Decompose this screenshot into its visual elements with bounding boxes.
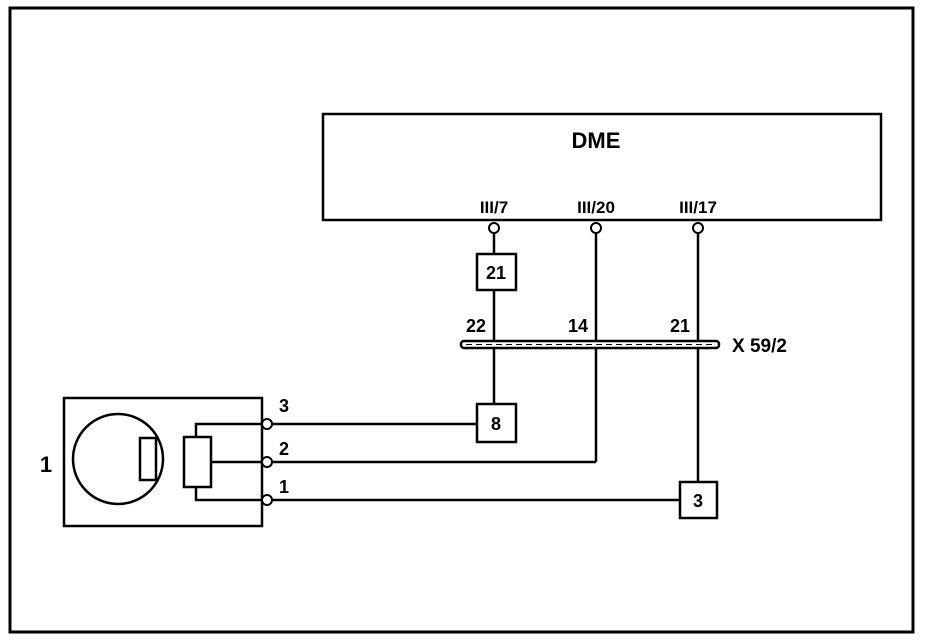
junction-label-21: 21 xyxy=(486,263,506,283)
dme-pin-label-iii17: III/17 xyxy=(679,198,717,217)
junction-box-21 xyxy=(475,252,518,292)
component-pin-2 xyxy=(261,456,273,468)
dme-pin-iii7 xyxy=(488,222,500,234)
connector-label: X 59/2 xyxy=(732,336,787,357)
connector-pin-label-22: 22 xyxy=(466,316,486,336)
junction-label-8: 8 xyxy=(491,414,501,434)
internal-wire-pin-3 xyxy=(194,422,267,437)
junction-label-3: 3 xyxy=(693,491,703,511)
component-pin-label-3: 3 xyxy=(279,396,289,416)
component-sensor-element xyxy=(138,436,158,482)
dme-label: DME xyxy=(572,128,621,153)
component-pin-label-2: 2 xyxy=(279,439,289,459)
component-sensor-circle xyxy=(71,412,165,506)
connector-pin-label-14: 14 xyxy=(568,316,588,336)
internal-wire-pin-1 xyxy=(194,487,267,502)
diagram-frame xyxy=(8,6,915,634)
dme-pin-iii17 xyxy=(692,222,704,234)
component-pin-3 xyxy=(261,418,273,430)
dme-pin-iii20 xyxy=(590,222,602,234)
junction-box-8 xyxy=(475,402,518,444)
connector-pin-label-21: 21 xyxy=(670,316,690,336)
component-pin-1 xyxy=(261,494,273,506)
component-pin-label-1: 1 xyxy=(279,477,289,497)
junction-box-3 xyxy=(678,480,719,520)
dme-control-unit xyxy=(321,112,883,222)
dme-pin-label-iii20: III/20 xyxy=(577,198,615,217)
component-resistor xyxy=(182,435,213,489)
component-label: 1 xyxy=(40,452,52,477)
dme-pin-label-iii7: III/7 xyxy=(480,198,508,217)
